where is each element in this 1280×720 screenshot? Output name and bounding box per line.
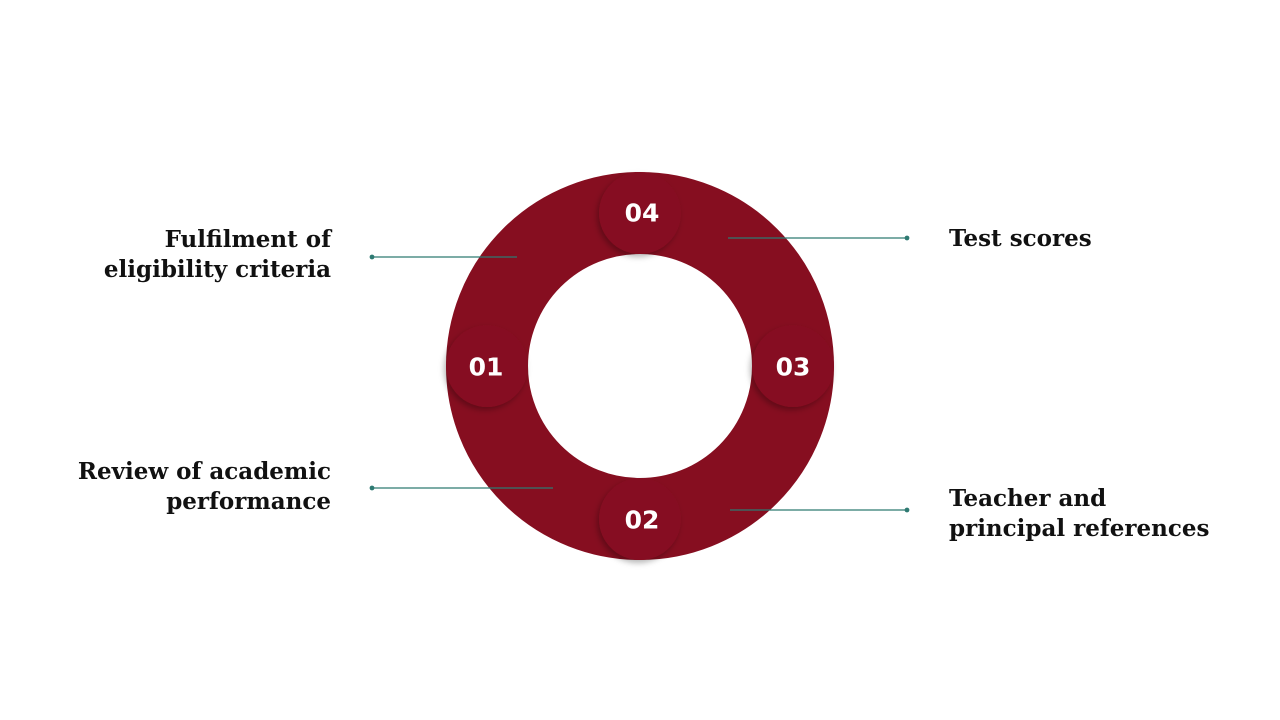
step-02-number: 02: [625, 506, 660, 535]
step-04-bubble: [599, 172, 681, 254]
step-02-bubble: [599, 478, 681, 560]
step-01-label-line2: eligibility criteria: [103, 256, 331, 283]
step-01-bubble: [446, 325, 528, 407]
connector-step-03: [730, 507, 910, 513]
connector-step-04: [728, 235, 910, 241]
connector-step-02: [369, 485, 553, 491]
step-04-number: 04: [625, 199, 660, 228]
step-04-label: Test scores: [949, 224, 1092, 254]
step-02-label: Review of academic performance: [78, 457, 331, 517]
step-03-label-line2: principal references: [949, 515, 1210, 542]
cycle-ring: [446, 172, 834, 560]
step-02-label-line1: Review of academic: [77, 458, 331, 485]
step-01-label: Fulfilment of eligibility criteria: [104, 225, 331, 285]
step-03-label-line1: Teacher and: [949, 485, 1107, 512]
step-01-label-line1: Fulfilment of: [164, 226, 331, 253]
step-02-label-line2: performance: [166, 488, 331, 515]
step-03-number: 03: [776, 353, 811, 382]
step-04-label-line1: Test scores: [949, 225, 1092, 252]
step-03-bubble: [752, 325, 834, 407]
connector-step-01: [369, 254, 517, 260]
step-03-label: Teacher and principal references: [949, 484, 1209, 544]
step-01-number: 01: [469, 353, 504, 382]
